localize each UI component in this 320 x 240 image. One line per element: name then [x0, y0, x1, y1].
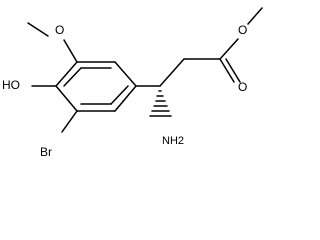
amine-hashed-wedge: [149, 90, 172, 117]
carbonyl-double-bond-inner: [225, 58, 241, 83]
ester-o-to-methyl-bond: [247, 7, 263, 25]
carbonyl-oxygen-label: O: [238, 80, 247, 94]
ester-oxygen-label: O: [238, 23, 247, 37]
ring-double-bond-inner-right: [110, 85, 129, 105]
stereocenter-to-ch2-bond: [159, 58, 185, 87]
methoxy-ring-bond: [63, 39, 78, 63]
ring-bond-c6-c1: [114, 85, 137, 112]
amine-label: NH2: [162, 135, 184, 147]
hydroxyl-label: HO: [2, 78, 20, 92]
bromo-ring-bond: [61, 110, 78, 133]
ring-double-bond-inner-left: [63, 67, 82, 87]
ring-bond-c4-c5: [55, 85, 78, 112]
methoxy-methyl-bond: [27, 22, 49, 37]
bromine-label: Br: [40, 145, 52, 159]
carbonyl-double-bond-outer: [219, 58, 235, 83]
carbonyl-to-ester-o-bond: [219, 38, 239, 60]
ring-bond-c3-c4: [55, 61, 78, 87]
structure-canvas: O HO Br NH2 O O: [2, 7, 263, 160]
ring-bond-c1-c2: [114, 61, 137, 87]
methoxy-oxygen-label: O: [55, 23, 64, 37]
molecule-structure: O HO Br NH2 O O: [2, 7, 263, 159]
